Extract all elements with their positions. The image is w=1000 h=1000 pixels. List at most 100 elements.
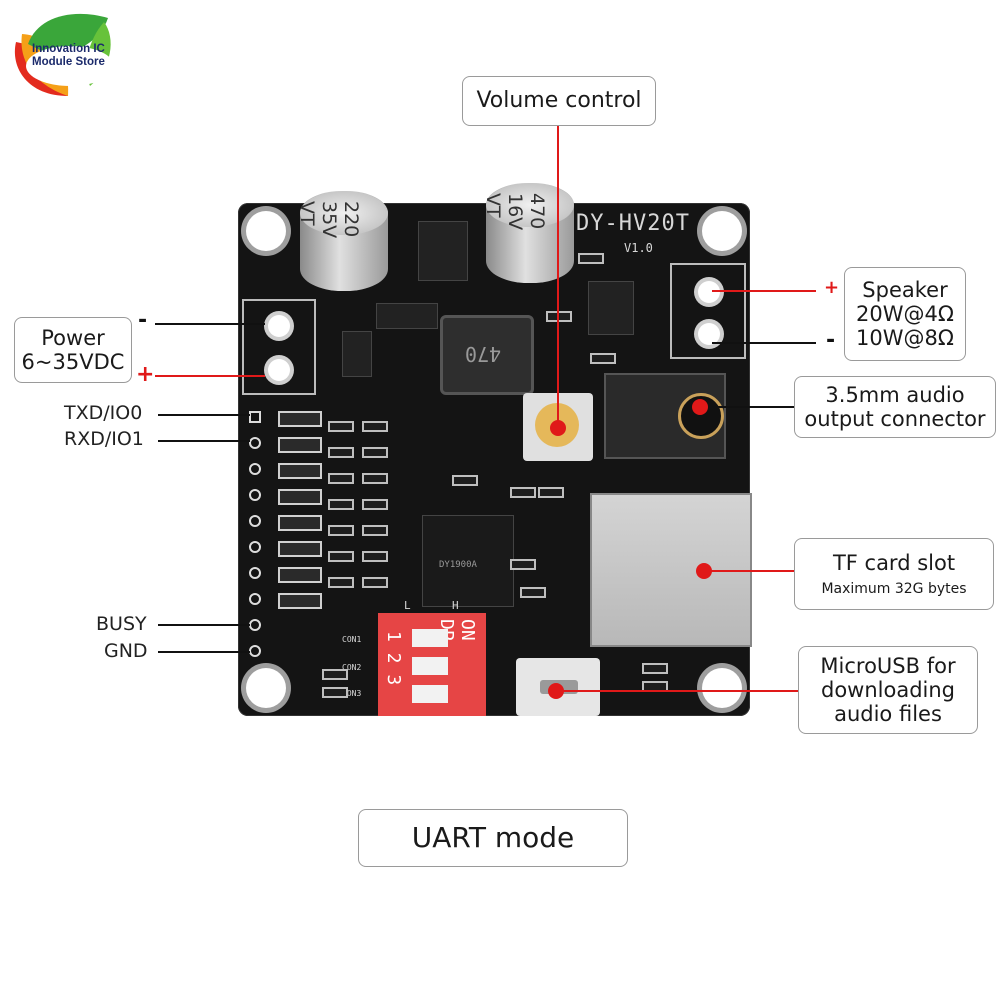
dip-h-label: H <box>452 599 459 612</box>
speaker-positive-line <box>712 290 816 292</box>
dip-switch: ON DP 1 2 3 <box>378 613 486 716</box>
smd-resistor <box>328 421 354 432</box>
leaf-logo-icon <box>14 13 114 96</box>
rxd-label: RXD/IO1 <box>64 428 144 450</box>
amplifier-chip <box>588 281 634 335</box>
board-model: DY-HV20T <box>576 211 690 236</box>
power-negative-line <box>155 323 265 325</box>
mount-hole <box>702 668 742 708</box>
smd-resistor <box>362 577 388 588</box>
power-positive-line <box>155 375 265 377</box>
tf-card-line-2: Maximum 32G bytes <box>821 581 967 598</box>
pcb-board: 220 35V VT 470 16V VT DY-HV20T V1.0 470 … <box>238 183 752 716</box>
smd-diode <box>278 515 322 531</box>
gnd-line <box>158 651 250 653</box>
smd-resistor <box>328 577 354 588</box>
smd-resistor <box>362 525 388 536</box>
audio-callout-dot <box>692 399 708 415</box>
header-pin <box>249 593 261 605</box>
speaker-negative-line <box>712 342 816 344</box>
inductor-label: 470 <box>465 342 502 366</box>
smd-diode <box>278 437 322 453</box>
logo-line-1: Innovation IC <box>32 43 105 55</box>
smd-resistor <box>520 587 546 598</box>
smd-resistor <box>642 663 668 674</box>
audio-jack <box>604 373 726 459</box>
power-terminal <box>242 299 316 395</box>
header-pin-txd <box>249 411 261 423</box>
smd-resistor <box>452 475 478 486</box>
usb-callout-dot <box>548 683 564 699</box>
capacitor-2: 470 16V VT <box>482 183 574 283</box>
audio-callout-line <box>700 406 796 408</box>
capacitor-2-text: 470 16V VT <box>482 193 548 231</box>
smd-diode <box>278 567 322 583</box>
smd-resistor <box>328 525 354 536</box>
header-pin <box>249 463 261 475</box>
speaker-label-line-2: 20W@4Ω <box>856 301 954 326</box>
smd-resistor <box>322 669 348 680</box>
power-positive-pad <box>268 359 290 381</box>
smd-resistor <box>362 473 388 484</box>
smd-resistor <box>510 487 536 498</box>
header-pin-rxd <box>249 437 261 449</box>
busy-label: BUSY <box>96 613 147 635</box>
smd-resistor <box>538 487 564 498</box>
speaker-positive-pad <box>698 281 720 303</box>
audio-output-label: 3.5mm audio output connector <box>794 376 996 438</box>
micro-usb-line-3: audio files <box>834 702 942 727</box>
con1-label: CON1 <box>342 635 362 644</box>
tf-card-line-1: TF card slot <box>832 550 956 575</box>
busy-line <box>158 624 250 626</box>
smd-diode <box>278 489 322 505</box>
header-pin <box>249 541 261 553</box>
power-plus-sign: + <box>136 362 155 387</box>
dip-l-label: L <box>404 599 411 612</box>
tf-callout-line <box>704 570 796 572</box>
mount-hole <box>246 211 286 251</box>
speaker-label: Speaker 20W@4Ω 10W@8Ω <box>844 267 966 361</box>
smd-diode <box>278 411 322 427</box>
power-label-line-1: Power <box>41 325 105 350</box>
smd-resistor <box>510 559 536 570</box>
smd-diode <box>278 463 322 479</box>
micro-usb-line-1: MicroUSB for <box>820 653 956 678</box>
tf-card-label: TF card slot Maximum 32G bytes <box>794 538 994 610</box>
speaker-label-line-1: Speaker <box>862 277 948 302</box>
smd-resistor <box>362 551 388 562</box>
capacitor-1-text: 220 35V VT <box>296 201 362 239</box>
volume-callout-dot <box>550 420 566 436</box>
micro-usb-line-2: downloading <box>820 677 956 702</box>
speaker-plus-sign: + <box>824 277 840 298</box>
audio-output-line-2: output connector <box>804 407 986 431</box>
speaker-negative-pad <box>698 323 720 345</box>
power-minus-sign: - <box>138 308 148 333</box>
mount-hole <box>702 211 742 251</box>
mount-hole <box>246 668 286 708</box>
usb-callout-line <box>556 690 798 692</box>
uart-mode-label: UART mode <box>358 809 628 867</box>
uart-mode-text: UART mode <box>411 820 575 854</box>
volume-control-label: Volume control <box>462 76 656 126</box>
inductor: 470 <box>440 315 534 395</box>
header-pin-busy <box>249 619 261 631</box>
dip-numbers: 1 2 3 <box>383 631 404 686</box>
power-negative-pad <box>268 315 290 337</box>
transistor-chip <box>342 331 372 377</box>
speaker-terminal <box>670 263 746 359</box>
smd-resistor <box>546 311 572 322</box>
smd-resistor <box>328 551 354 562</box>
rxd-line <box>158 440 250 442</box>
regulator-chip <box>418 221 468 281</box>
main-audio-chip: DY1900A <box>422 515 514 607</box>
board-version: V1.0 <box>624 241 653 255</box>
header-pin-gnd <box>249 645 261 657</box>
header-pin <box>249 515 261 527</box>
speaker-minus-sign: - <box>826 328 836 353</box>
chip-label: DY1900A <box>439 560 477 570</box>
con3-label: CON3 <box>342 689 362 698</box>
logo-line-2: Module Store <box>32 55 105 68</box>
smd-resistor <box>328 499 354 510</box>
diode-chip <box>376 303 438 329</box>
volume-callout-line <box>557 124 559 430</box>
